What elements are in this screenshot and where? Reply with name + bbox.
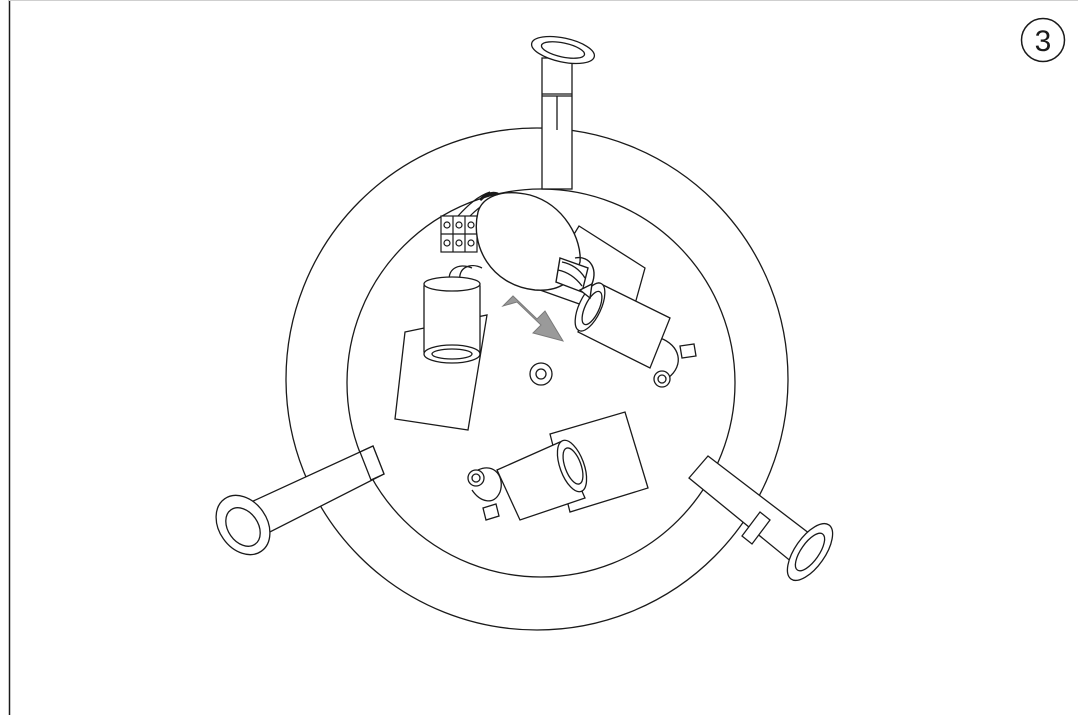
step-number-badge-icon: 3 xyxy=(1020,17,1066,63)
direction-arrow-icon xyxy=(501,295,565,342)
mounting-arm-icon xyxy=(530,35,596,190)
center-screw-icon xyxy=(529,362,553,386)
lamp-socket-lower xyxy=(467,411,649,521)
outer-canopy-ring xyxy=(285,127,789,631)
mounting-arm-right xyxy=(688,455,834,582)
light-bulb-icon xyxy=(475,191,595,300)
step-number-label: 3 xyxy=(1035,25,1052,58)
inner-canopy-plate xyxy=(346,188,736,578)
terminal-block-icon xyxy=(440,191,505,253)
lamp-socket-icon xyxy=(394,265,488,431)
mounting-arm-left xyxy=(215,445,385,556)
